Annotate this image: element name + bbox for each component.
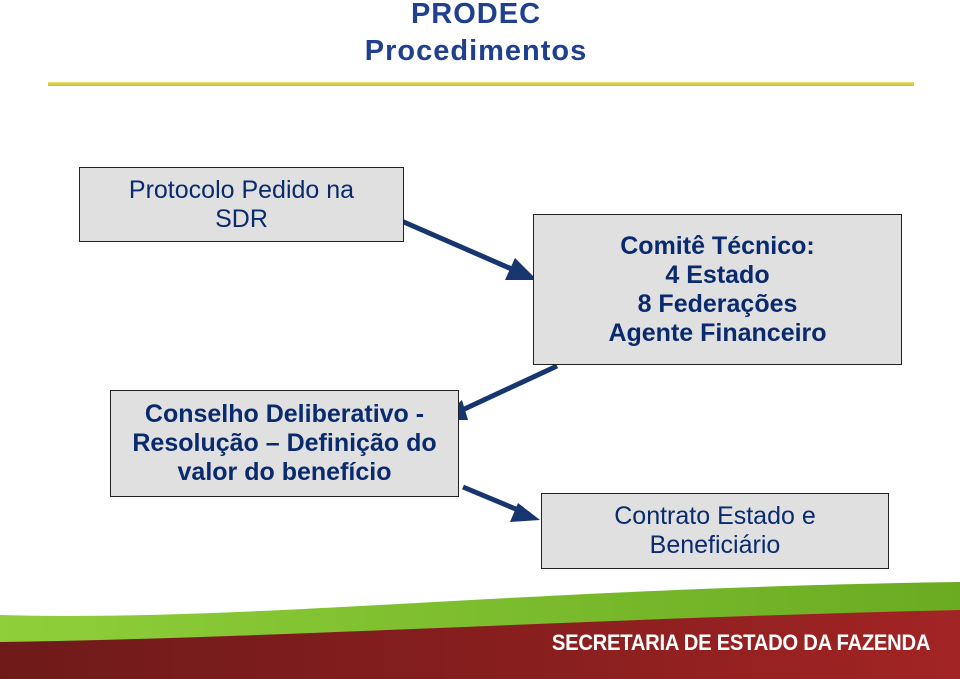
page-title: PRODEC [410, 0, 542, 30]
box-comite-line: Comitê Técnico: [620, 231, 815, 260]
arrow-protocolo-to-comite-head [505, 258, 537, 280]
footer-band [0, 582, 960, 679]
box-conselho-line: Resolução – Definição do [132, 429, 437, 457]
box-protocolo: Protocolo Pedido na SDR [79, 167, 404, 242]
box-protocolo-line: Protocolo Pedido na [128, 175, 355, 204]
page-subtitle: Procedimentos [364, 35, 588, 67]
arrow-comite-to-conselho [456, 363, 559, 415]
arrow-protocolo-to-comite [389, 213, 531, 280]
arrow-conselho-to-contrato-head [510, 503, 540, 522]
box-protocolo-line: SDR [215, 204, 268, 233]
box-comite-tecnico: Comitê Técnico: 4 Estado 8 Federações Ag… [533, 214, 902, 365]
title-underline [48, 82, 914, 86]
box-comite-line: 4 Estado [665, 260, 770, 289]
box-conselho-line: valor do benefício [177, 458, 392, 486]
footer-label: SECRETARIA DE ESTADO DA FAZENDA [551, 630, 931, 655]
box-conselho-line: Conselho Deliberativo - [144, 400, 425, 428]
box-conselho-deliberativo: Conselho Deliberativo - Resolução – Defi… [110, 390, 459, 497]
box-comite-line: Agente Financeiro [608, 318, 827, 347]
box-contrato-line: Beneficiário [649, 531, 781, 559]
box-contrato-line: Contrato Estado e [614, 502, 816, 530]
box-comite-line: 8 Federações [637, 289, 798, 318]
box-contrato: Contrato Estado e Beneficiário [541, 493, 889, 569]
